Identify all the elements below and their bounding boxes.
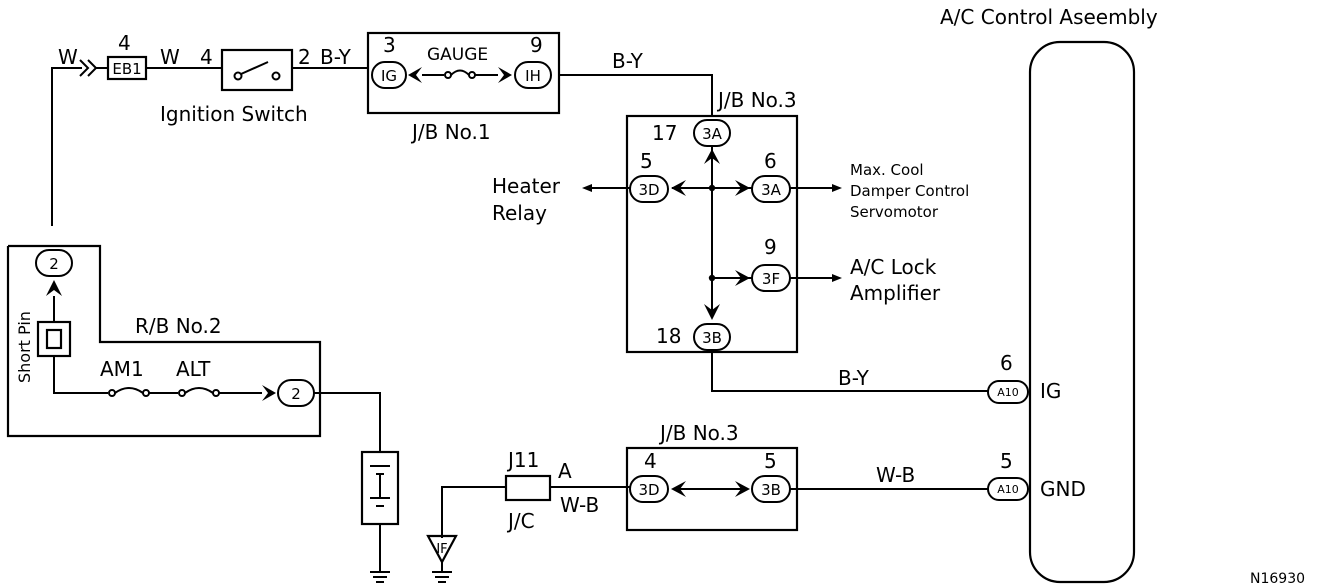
jb1-fuse-label: GAUGE: [427, 45, 488, 65]
jb3-pin-left: 5: [640, 149, 653, 173]
ground-if-label: IF: [436, 542, 447, 557]
damper-output: Max. Cool Damper Control Servomotor: [790, 161, 969, 221]
rb2-label: R/B No.2: [135, 314, 222, 338]
jb3-pin-top: 17: [652, 121, 677, 145]
rb2-block: R/B No.2 2 Short Pin AM1 ALT 2: [6, 244, 322, 438]
damper-line2: Damper Control: [850, 182, 969, 200]
ac-control-assembly: [1028, 40, 1136, 584]
wire-w-in: W: [58, 45, 78, 69]
rb2-pin-top: 2: [49, 255, 59, 273]
ac-ig-terminal: 6 A10 IG: [987, 351, 1061, 404]
heater-relay-line2: Relay: [492, 201, 547, 225]
jb3b-conn-left: 3D: [638, 481, 659, 499]
short-pin-label: Short Pin: [15, 311, 34, 383]
jc-top-label: J11: [506, 448, 539, 472]
jb3b-pin-right: 5: [764, 449, 777, 473]
ac-label-gnd: GND: [1040, 477, 1086, 501]
jb3-conn-right: 3A: [761, 181, 782, 199]
ac-conn-ig: A10: [997, 386, 1019, 399]
figure-id: N16930: [1250, 571, 1305, 587]
lock-amp-line2: Amplifier: [850, 281, 941, 305]
junction-connector-j11: J11 A J/C W-B: [504, 448, 632, 533]
jb3-conn-bottom: 3B: [702, 329, 722, 347]
jb3-pin-bottom: 18: [656, 324, 681, 348]
jb1-label: J/B No.1: [410, 120, 491, 144]
lock-amplifier-output: A/C Lock Amplifier: [790, 255, 941, 305]
fuse-am1-label: AM1: [100, 357, 144, 381]
jb3-label: J/B No.3: [716, 88, 797, 112]
ac-pin-gnd: 5: [1000, 449, 1013, 473]
jb3-conn-top: 3A: [702, 125, 723, 143]
jb3-block: J/B No.3 17 3A 5 3D 6 3A 9 3F 18 3B: [625, 88, 799, 354]
jb3-pin-right: 6: [764, 149, 777, 173]
jb3-lower-block: J/B No.3 4 5 3D 3B: [625, 421, 799, 532]
ac-gnd-terminal: 5 A10 GND: [987, 449, 1086, 501]
ac-assembly-title: A/C Control Aseembly: [940, 5, 1158, 29]
heater-relay-line1: Heater: [492, 174, 561, 198]
wire-jb3-ac-ig: B-Y: [838, 366, 870, 390]
wire-w-out: W: [160, 45, 180, 69]
jb3-pin-mid: 9: [764, 235, 777, 259]
wire-ign-jb1: B-Y: [320, 45, 352, 69]
jb1-pin-left: 3: [383, 33, 396, 57]
jb3b-conn-right: 3B: [761, 481, 781, 499]
ignition-switch: 4 2 Ignition Switch: [160, 45, 311, 126]
damper-line3: Servomotor: [850, 203, 939, 221]
jb1-conn-right: IH: [525, 67, 541, 85]
eb1-label: EB1: [112, 60, 141, 78]
jc-pin-label: A: [558, 459, 572, 483]
jb1-block: 3 9 GAUGE IG IH J/B No.1: [366, 31, 561, 144]
wire-jc-jb3b: W-B: [560, 493, 599, 517]
ignition-pin-in: 4: [200, 45, 213, 69]
ground-if: IF: [426, 486, 506, 583]
ignition-switch-label: Ignition Switch: [160, 102, 308, 126]
jb1-conn-left: IG: [381, 67, 397, 85]
jb3b-label: J/B No.3: [658, 421, 739, 445]
ignition-pin-out: 2: [298, 45, 311, 69]
eb1-connector: EB1 4 W W: [51, 31, 222, 226]
damper-line1: Max. Cool: [850, 161, 924, 179]
jc-bottom-label: J/C: [506, 509, 535, 533]
fuse-alt-label: ALT: [176, 357, 211, 381]
wire-jb1-jb3: B-Y: [612, 49, 644, 73]
ac-label-ig: IG: [1040, 379, 1061, 403]
jb3-conn-mid: 3F: [762, 270, 780, 288]
rb2-pin-right: 2: [291, 385, 301, 403]
eb1-pin: 4: [118, 31, 131, 55]
lock-amp-line1: A/C Lock: [850, 255, 937, 279]
ac-conn-gnd: A10: [997, 483, 1019, 496]
jb3-conn-left: 3D: [638, 181, 659, 199]
jb3b-pin-left: 4: [644, 449, 657, 473]
battery: [314, 392, 400, 583]
heater-relay-output: Heater Relay: [492, 174, 630, 225]
wire-jb3b-ac-gnd: W-B: [876, 463, 915, 487]
jb1-pin-right: 9: [530, 33, 543, 57]
ac-pin-ig: 6: [1000, 351, 1013, 375]
